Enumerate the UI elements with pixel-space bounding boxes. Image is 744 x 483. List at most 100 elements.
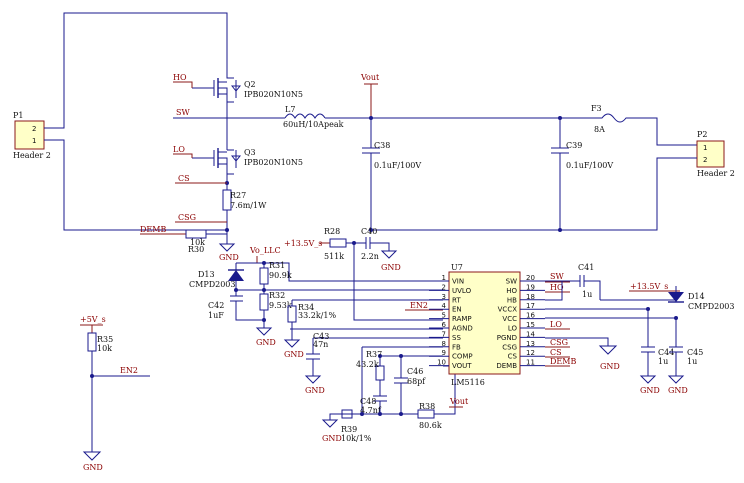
ic-pin-num-7: 7: [442, 330, 446, 338]
ic-pin-num-2: 2: [442, 283, 446, 291]
net-sw-right: SW: [550, 272, 564, 281]
ic-pin-name-uvlo: UVLO: [452, 287, 472, 295]
capacitor-c44: C44 1u: [641, 346, 674, 376]
net-ho: HO: [173, 73, 187, 82]
mosfet-q3: LO Q3 IPB020N10N5: [173, 145, 303, 175]
d13-part: CMPD2003: [189, 280, 235, 289]
capacitor-c46: C46 68pf: [394, 356, 426, 414]
c46-ref: C46: [407, 367, 423, 376]
net-vout-node: Vout: [360, 73, 380, 120]
c44-value: 1u: [658, 357, 668, 366]
gnd-symbol-2: GND: [380, 250, 401, 272]
r37-ref: R37: [366, 350, 382, 359]
net-demb-right: DEMB: [550, 357, 576, 366]
r31-ref: R31: [269, 261, 285, 270]
r30-value: 10k: [190, 238, 205, 247]
gnd-symbol-4: GND: [283, 339, 304, 359]
p1-pin-1: 1: [32, 137, 36, 145]
c39-value: 0.1uF/100V: [566, 161, 613, 170]
resistor-r37: R37 43.2k: [356, 350, 385, 396]
gnd-symbol-1: GND: [218, 243, 239, 262]
r34-ref: R34: [298, 303, 314, 312]
net-v13: +13.5V_s: [284, 239, 322, 248]
p2-pin-1: 1: [703, 144, 707, 152]
ic-pin-num-15: 15: [526, 321, 535, 329]
ic-pin-name-rt: RT: [452, 296, 461, 304]
net-ho-right: HO: [550, 283, 564, 292]
r32-ref: R32: [269, 291, 285, 300]
ic-u7: U7 LM5116: [448, 263, 521, 387]
r35-ref: R35: [97, 335, 113, 344]
fuse-f3: F3 8A: [560, 104, 697, 146]
net-vout-2: Vout: [449, 397, 469, 406]
p1-ref: P1: [13, 111, 23, 120]
mosfet-q2: HO Q2 IPB020N10N5: [173, 70, 303, 103]
ic-pin-num-20: 20: [526, 274, 535, 282]
f3-ref: F3: [591, 104, 602, 113]
l7-ref: L7: [285, 105, 295, 114]
ic-pin-num-10: 10: [437, 359, 446, 367]
c43-value: 47n: [313, 340, 328, 349]
r38-ref: R38: [419, 402, 435, 411]
c42-value: 1uF: [208, 311, 224, 320]
c46-value: 68pf: [407, 377, 426, 386]
ic-pin-name-vccx: VCCX: [498, 306, 518, 314]
ic-pin-name-vcc: VCC: [502, 315, 517, 323]
net-csg: CSG: [178, 213, 196, 222]
p2-name: Header 2: [697, 169, 735, 178]
gnd-label-2: GND: [381, 263, 401, 272]
resistor-r34: R34 33.2k/1%: [287, 299, 443, 340]
ic-pin-num-18: 18: [526, 293, 535, 301]
r39-value: 10k/1%: [341, 434, 372, 443]
c41-value: 1u: [582, 290, 592, 299]
net-en2-left: EN2: [120, 366, 138, 375]
ic-pin-name-ss: SS: [452, 334, 461, 342]
ic-pin-num-3: 3: [442, 293, 446, 301]
ic-pin-name-ramp: RAMP: [452, 315, 472, 323]
u7-part: LM5116: [451, 378, 485, 387]
gnd-label-6: GND: [322, 434, 342, 443]
q3-part: IPB020N10N5: [244, 158, 303, 167]
u7-ref: U7: [451, 263, 463, 272]
q2-part: IPB020N10N5: [244, 90, 303, 99]
ic-pin-name-demb: DEMB: [496, 362, 517, 370]
c42-ref: C42: [208, 301, 224, 310]
gnd-symbol-3: GND: [255, 327, 276, 347]
gnd-label-7: GND: [640, 386, 660, 395]
c43-ref: C43: [313, 332, 329, 341]
gnd-label-9: GND: [600, 362, 620, 371]
capacitor-c39: C39 0.1uF/100V: [551, 116, 613, 230]
capacitor-c41: C41 1u: [545, 263, 601, 301]
ic-pin-name-comp: COMP: [452, 353, 473, 361]
net-csg-right: CSG: [550, 338, 568, 347]
gnd-label-3: GND: [256, 338, 276, 347]
c41-ref: C41: [578, 263, 594, 272]
connector-p1: P1 2 1 Header 2: [13, 111, 51, 160]
diode-d14: D14 CMPD2003: [668, 286, 734, 311]
net-vout: Vout: [360, 73, 380, 82]
resistor-r35: R35 10k: [87, 332, 113, 353]
inductor-l7: L7 60uH/10Apeak: [283, 105, 560, 129]
gnd-symbol-10: GND: [82, 451, 103, 472]
net-cs: CS: [178, 174, 190, 183]
net-sw: SW: [176, 108, 190, 117]
resistor-r32: R32 9.53k: [259, 291, 292, 311]
l7-value: 60uH/10Apeak: [283, 120, 344, 129]
ic-pin-name-hb: HB: [507, 296, 517, 304]
capacitor-c38: C38 0.1uF/100V: [362, 118, 421, 230]
ic-pin-num-5: 5: [442, 312, 446, 320]
net-en2: EN2: [410, 301, 428, 310]
c45-ref: C45: [687, 348, 703, 357]
r34-value: 33.2k/1%: [298, 311, 336, 320]
capacitor-c48: C48 4.7nf: [360, 395, 387, 415]
ic-pin-name-cs: CS: [508, 353, 518, 361]
ic-pin-name-en: EN: [452, 306, 462, 314]
resistor-r30: 10k R30: [185, 229, 207, 254]
ic-pin-name-csg: CSG: [502, 343, 517, 351]
r37-value: 43.2k: [356, 360, 379, 369]
gnd-symbol-5: GND: [304, 375, 325, 395]
p1-name: Header 2: [13, 151, 51, 160]
capacitor-c42: C42 1uF: [208, 295, 264, 321]
ic-pin-num-13: 13: [526, 340, 535, 348]
